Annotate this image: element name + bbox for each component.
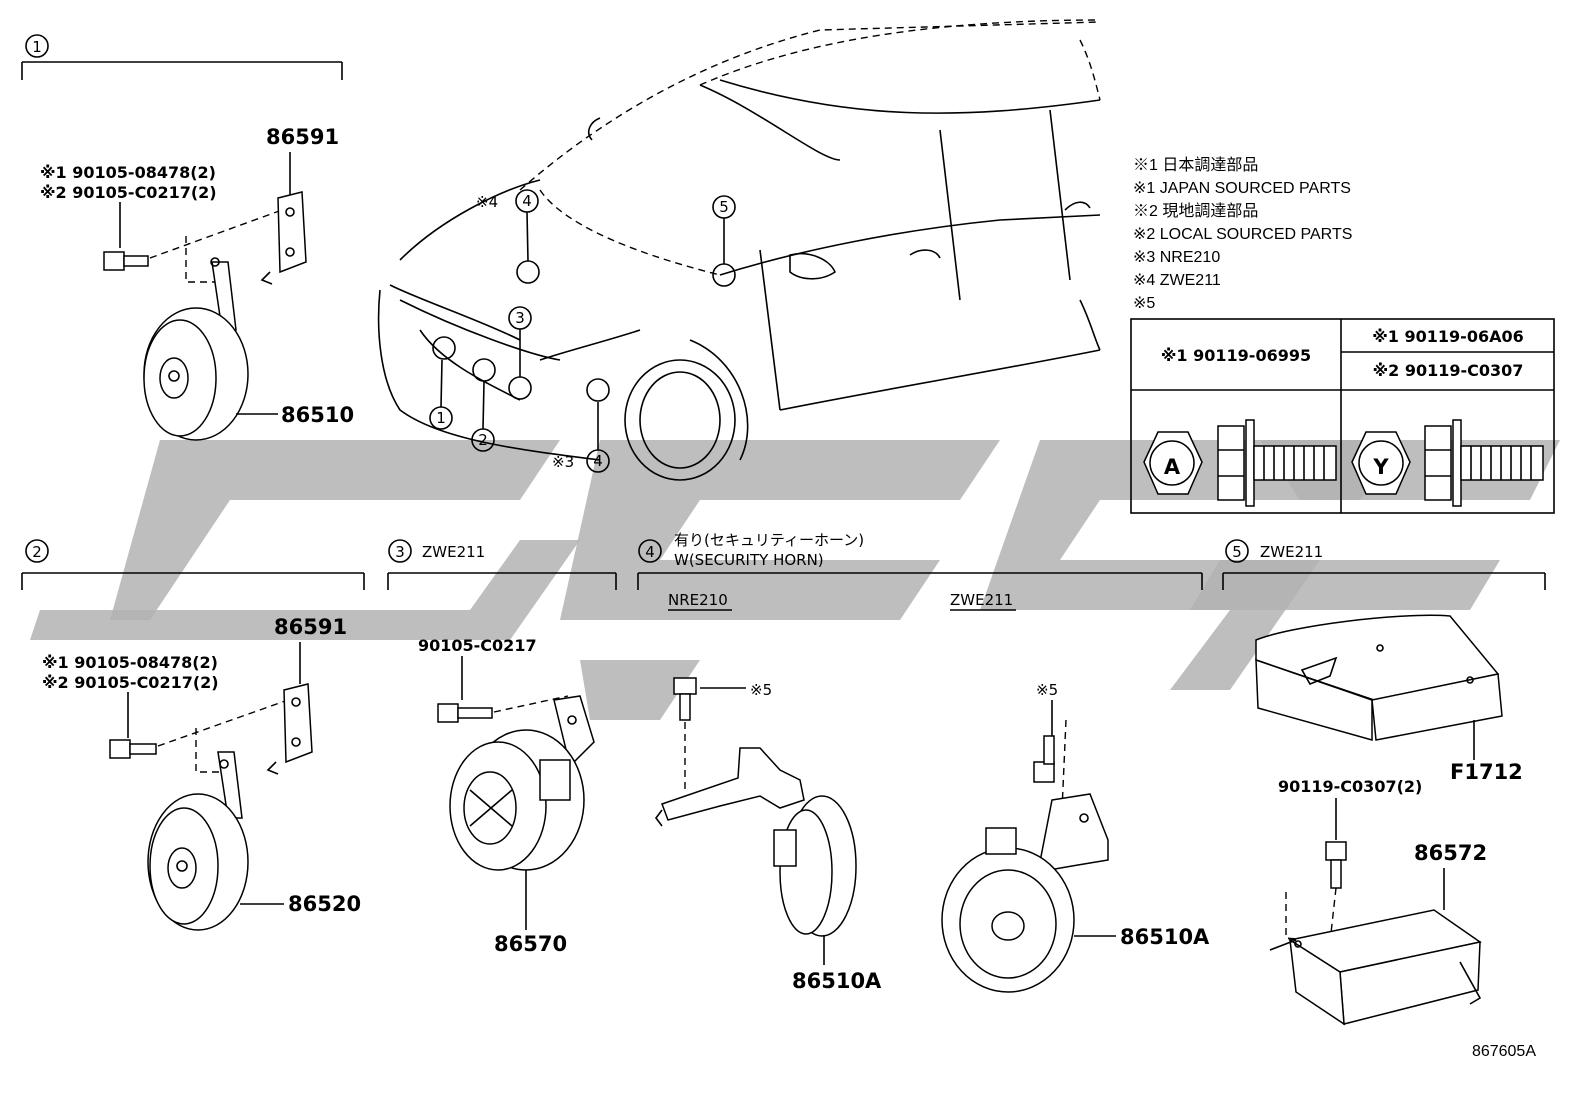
diagram-id: 867605A bbox=[1472, 1043, 1536, 1060]
legend-line-1: ※1 日本調達部品 bbox=[1133, 156, 1258, 174]
fastener-label-4: ※2 90105-C0217(2) bbox=[42, 673, 219, 692]
car-markers: 1 2 3 4 ※4 4 ※3 5 bbox=[429, 189, 736, 473]
cover-icon bbox=[1255, 614, 1503, 741]
section-3-number: 3 bbox=[395, 543, 405, 561]
legend-line-5: ※3 NRE210 bbox=[1133, 249, 1220, 266]
note-3: ※3 bbox=[552, 453, 574, 471]
part-86591-label: 86591 bbox=[266, 125, 339, 149]
marker-2: 2 bbox=[478, 431, 488, 449]
part-f1712-label: F1712 bbox=[1450, 760, 1523, 784]
part-86520-label: 86520 bbox=[288, 892, 361, 916]
table-right-bottom-code: ※2 90119-C0307 bbox=[1373, 361, 1524, 380]
symbol-a: A bbox=[1164, 455, 1181, 479]
part-90105-c0217-label: 90105-C0217 bbox=[418, 636, 537, 655]
bolt-icon-5 bbox=[1033, 735, 1055, 783]
horn-icon bbox=[143, 257, 249, 441]
note-5-a: ※5 bbox=[750, 681, 772, 699]
bolt-y-icon: Y bbox=[1351, 419, 1544, 507]
legend-line-6: ※4 ZWE211 bbox=[1133, 272, 1221, 289]
marker-5: 5 bbox=[719, 198, 729, 216]
part-86510-label: 86510 bbox=[281, 403, 354, 427]
bolt-icon-3 bbox=[437, 703, 493, 723]
note-5-b: ※5 bbox=[1036, 681, 1058, 699]
note-4: ※4 bbox=[476, 193, 498, 211]
section-4-number: 4 bbox=[645, 543, 655, 561]
marker-4b: 4 bbox=[593, 452, 603, 470]
table-left-code: ※1 90119-06995 bbox=[1161, 346, 1311, 365]
section-5-number: 5 bbox=[1232, 543, 1242, 561]
section-1: 1 86591 ※1 90105-08478(2) ※2 90105-C0217… bbox=[21, 34, 354, 441]
bolt-icon-4 bbox=[673, 677, 697, 721]
section-3: 3 ZWE211 90105-C0217 86570 bbox=[387, 539, 617, 956]
section-4: 4 有り(セキュリティーホーン) W(SECURITY HORN) NRE210… bbox=[637, 531, 1210, 993]
legend-line-7: ※5 bbox=[1133, 295, 1155, 312]
table-right-top-code: ※1 90119-06A06 bbox=[1372, 327, 1523, 346]
section-2-number: 2 bbox=[32, 543, 42, 561]
part-90119-c0307-label: 90119-C0307(2) bbox=[1278, 777, 1422, 796]
control-module-icon bbox=[1269, 909, 1482, 1026]
legend-line-3: ※2 現地調達部品 bbox=[1133, 202, 1258, 220]
horn-icon-5 bbox=[941, 793, 1109, 993]
section-5-label: ZWE211 bbox=[1260, 543, 1323, 561]
bolt-a-icon: A bbox=[1143, 419, 1337, 507]
legend-table: ※1 90119-06995 ※1 90119-06A06 ※2 90119-C… bbox=[1130, 318, 1555, 514]
bolt-icon-6 bbox=[1325, 841, 1347, 889]
bolt-icon-2 bbox=[109, 739, 157, 759]
horn-icon-2 bbox=[147, 751, 249, 931]
marker-1: 1 bbox=[436, 409, 446, 427]
part-86570-label: 86570 bbox=[494, 932, 567, 956]
section-4-sub-a: NRE210 bbox=[668, 591, 728, 609]
legend-line-4: ※2 LOCAL SOURCED PARTS bbox=[1133, 226, 1352, 243]
fastener-label-1: ※1 90105-08478(2) bbox=[40, 163, 216, 182]
part-86510a-label-1: 86510A bbox=[792, 969, 882, 993]
legend: ※1 日本調達部品 ※1 JAPAN SOURCED PARTS ※2 現地調達… bbox=[1133, 156, 1352, 312]
marker-3: 3 bbox=[515, 309, 525, 327]
section-3-label: ZWE211 bbox=[422, 543, 485, 561]
legend-line-2: ※1 JAPAN SOURCED PARTS bbox=[1133, 180, 1351, 197]
section-4-label: W(SECURITY HORN) bbox=[674, 551, 824, 569]
section-4-label-jp: 有り(セキュリティーホーン) bbox=[674, 531, 864, 549]
section-2: 2 86591 ※1 90105-08478(2) ※2 90105-C0217… bbox=[21, 539, 365, 931]
bolt-icon bbox=[103, 251, 149, 271]
part-86591-label-2: 86591 bbox=[274, 615, 347, 639]
section-5: 5 ZWE211 F1712 90119-C0307(2) 86572 bbox=[1222, 539, 1546, 1026]
horn-icon-4 bbox=[655, 747, 857, 937]
section-1-number: 1 bbox=[32, 38, 42, 56]
fastener-label-2: ※2 90105-C0217(2) bbox=[40, 183, 217, 202]
car-illustration bbox=[377, 19, 1101, 481]
part-86572-label: 86572 bbox=[1414, 841, 1487, 865]
part-86510a-label-2: 86510A bbox=[1120, 925, 1210, 949]
horn-icon-3 bbox=[449, 695, 595, 871]
section-4-sub-b: ZWE211 bbox=[950, 591, 1013, 609]
fastener-label-3: ※1 90105-08478(2) bbox=[42, 653, 218, 672]
marker-4a: 4 bbox=[522, 192, 532, 210]
symbol-y: Y bbox=[1372, 455, 1389, 479]
